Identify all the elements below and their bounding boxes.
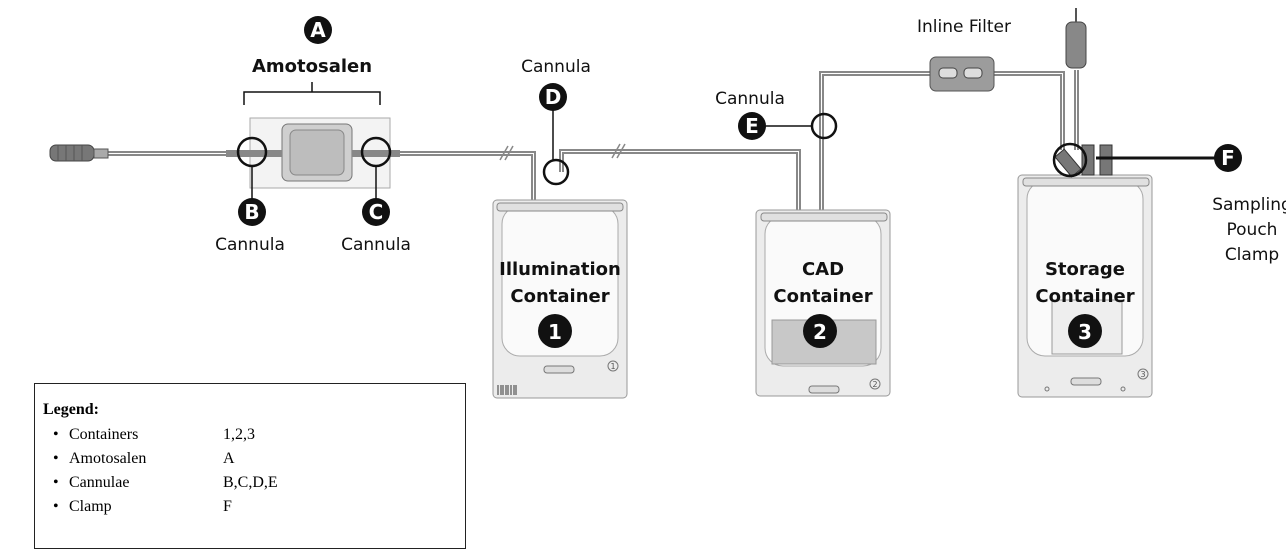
svg-text:B: B <box>244 200 259 224</box>
cannula-c-label: Cannula <box>341 235 411 255</box>
container-small-marks: 1 2 3 <box>607 360 1149 390</box>
inline-filter-label: Inline Filter <box>917 17 1011 37</box>
cannula-d-circle <box>542 158 570 186</box>
legend-bullet: • <box>53 474 59 491</box>
sampling-pouch-clamp-label-line1: Sampling <box>1212 195 1286 215</box>
amotosalen-device <box>226 117 400 189</box>
badge-container-3: 3 <box>1068 314 1102 348</box>
legend-item-value: F <box>223 498 232 515</box>
cannula-d-label: Cannula <box>521 57 591 77</box>
svg-text:2: 2 <box>813 320 827 344</box>
badge-container-2: 2 <box>803 314 837 348</box>
sampling-pouch-clamp-label-line2: Pouch <box>1227 220 1278 240</box>
badge-a: A <box>304 16 332 44</box>
legend-title: Legend: <box>43 401 99 418</box>
cad-container <box>755 209 891 397</box>
legend-item-value: A <box>223 450 235 467</box>
sampling-pouch-clamp-label-line3: Clamp <box>1225 245 1279 265</box>
container-3-small-mark: 3 <box>1140 370 1145 379</box>
badge-f: F <box>1214 144 1242 172</box>
svg-text:C: C <box>369 200 384 224</box>
left-spike-connector <box>49 144 109 162</box>
badge-e: E <box>738 112 812 140</box>
cad-container-title-line2: Container <box>773 286 872 307</box>
storage-container <box>1017 174 1153 398</box>
sampling-spike <box>1065 8 1087 69</box>
illumination-container-title-line1: Illumination <box>499 259 621 280</box>
svg-text:E: E <box>745 114 759 138</box>
svg-text:3: 3 <box>1078 320 1092 344</box>
svg-text:F: F <box>1221 146 1235 170</box>
clamp-f-circle <box>1052 142 1088 178</box>
legend-item-value: 1,2,3 <box>223 426 255 443</box>
legend-item-name: Containers <box>69 426 139 443</box>
legend-bullet: • <box>53 498 59 515</box>
legend-item-value: B,C,D,E <box>223 474 278 491</box>
badge-d: D <box>539 83 567 111</box>
tubing-break-marks <box>499 143 626 161</box>
legend-item-name: Clamp <box>69 498 112 515</box>
container-1-small-mark: 1 <box>610 362 615 371</box>
badge-b: B <box>238 198 266 226</box>
svg-text:1: 1 <box>548 320 562 344</box>
cad-container-title-line1: CAD <box>802 259 844 280</box>
legend-bullet: • <box>53 426 59 443</box>
legend-bullet: • <box>53 450 59 467</box>
inline-filter <box>929 56 995 92</box>
storage-container-title-line1: Storage <box>1045 259 1125 280</box>
legend-box: Legend: • Containers 1,2,3 • Amotosalen … <box>34 383 466 549</box>
badge-container-1: 1 <box>538 314 572 348</box>
container-2-small-mark: 2 <box>872 380 877 389</box>
badge-c: C <box>362 198 390 226</box>
amotosalen-bracket <box>243 82 381 105</box>
cannula-e-label: Cannula <box>715 89 785 109</box>
illumination-container-title-line2: Container <box>510 286 609 307</box>
illumination-container <box>492 199 628 399</box>
svg-text:A: A <box>310 18 326 42</box>
amotosalen-label: Amotosalen <box>252 56 372 77</box>
legend-item-name: Amotosalen <box>69 450 147 467</box>
cannula-b-label: Cannula <box>215 235 285 255</box>
storage-container-title-line2: Container <box>1035 286 1134 307</box>
svg-text:D: D <box>545 85 562 109</box>
legend-item-name: Cannulae <box>69 474 130 491</box>
